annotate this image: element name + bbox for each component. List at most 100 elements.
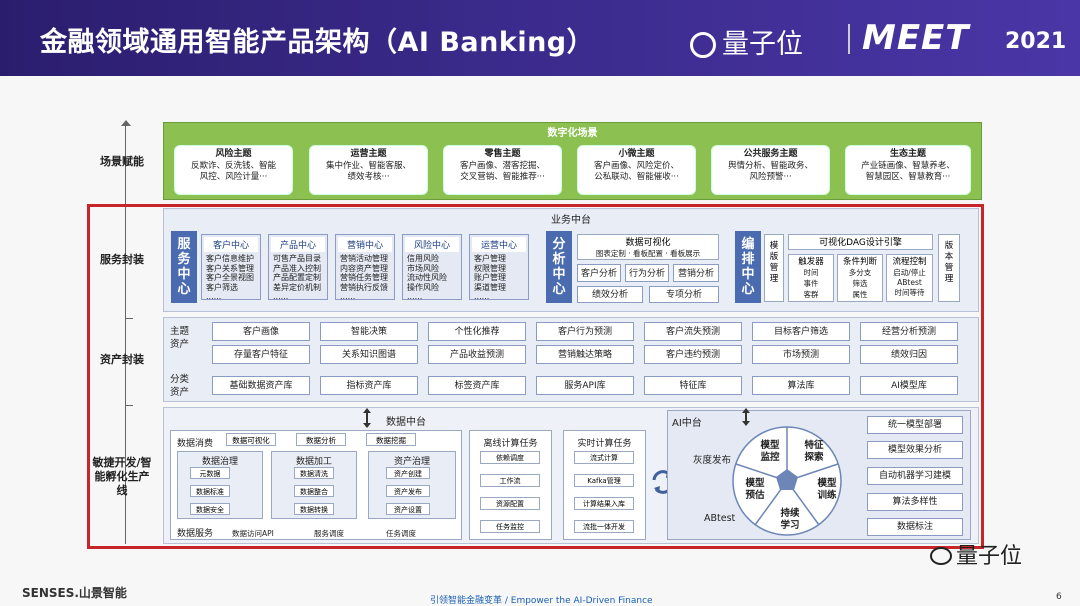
ai-item: 模型效果分析 [867, 441, 963, 459]
consume-item: 数据分析 [296, 433, 346, 446]
slide-title: 金融领域通用智能产品架构（AI Banking） [40, 27, 595, 58]
center-item: 操作风险 [407, 282, 439, 292]
analysis-item: 营销分析 [673, 264, 719, 282]
service-label: 数据服务 [177, 529, 214, 539]
asset-pill: AI模型库 [860, 376, 958, 395]
center-title: 营销中心 [338, 237, 392, 252]
asset-pill: 智能决策 [320, 322, 418, 341]
orch-center-label: 编排中心 [735, 231, 761, 303]
asset-pill: 存量客户特征 [212, 345, 310, 364]
wheel-label: 特征探索 [804, 440, 824, 463]
center-item: 产品准入控制 [273, 263, 321, 273]
asset-pill: 产品收益预测 [428, 345, 526, 364]
ml-cycle-wheel [732, 426, 842, 536]
center-item: 市场风险 [407, 263, 439, 273]
offline-item: 工作流 [480, 474, 540, 487]
asset-pill: 基础数据资产库 [212, 376, 310, 395]
asset-pill: 客户画像 [212, 322, 310, 341]
scene-box: 零售主题客户画像、潜客挖掘、交叉营销、智能推荐··· [443, 145, 562, 195]
center-box: 客户中心 客户信息维护 客户关系管理 客户全景视图 客户筛选 ...... [201, 234, 261, 301]
center-box: 产品中心 可售产品目录 产品准入控制 产品配置定制 差异定价机制 ...... [268, 234, 328, 301]
scene-box: 小微主题客户画像、风险定价、公私联动、智能催收··· [577, 145, 696, 195]
asset-pill: 经营分析预测 [860, 322, 958, 341]
consume-item: 数据可视化 [226, 433, 276, 446]
asset-pill: 特征库 [644, 376, 742, 395]
watermark-text: 量子位 [956, 544, 1023, 569]
scene-box: 公共服务主题舆情分析、智能政务、风险预警··· [711, 145, 830, 195]
footer-slogan: 引领智能金融变革 / Empower the AI-Driven Finance [430, 596, 653, 606]
version-mgmt-text: 版本管理 [944, 241, 954, 284]
analysis-center-label: 分析中心 [546, 231, 572, 303]
dag-col: 条件判断 多分支 筛选 属性 [837, 254, 883, 302]
arrow-shaft [745, 412, 747, 422]
ai-item: 算法多样性 [867, 493, 963, 511]
center-box: 风险中心 信用风险 市场风险 流动性风险 操作风险 ...... [402, 234, 462, 301]
page-number: 6 [1056, 592, 1062, 602]
digital-scene-title: 数字化场景 [547, 128, 598, 139]
service-item: 任务调度 [386, 529, 416, 538]
watermark: 量子位 [930, 538, 1022, 570]
govern-item: 数据安全 [190, 503, 230, 515]
analysis-center-text: 分析中心 [552, 237, 566, 297]
qbit-q-icon [690, 32, 716, 58]
analysis-item: 行为分析 [625, 264, 669, 282]
center-item: ...... [273, 292, 289, 301]
viz-box: 数据可视化 图表定制 · 看板配置 · 看板展示 [577, 234, 719, 260]
asset-pill: 指标资产库 [320, 376, 418, 395]
center-box: 营销中心 营销活动管理 内容资产管理 营销任务管理 营销执行反馈 ...... [335, 234, 395, 301]
service-item: 服务调度 [314, 529, 344, 538]
axis-tick [125, 318, 133, 319]
realtime-title: 实时计算任务 [577, 439, 632, 449]
dag-col-item: 时间等待 [894, 288, 925, 297]
dag-col-item: 事件 [803, 279, 819, 288]
qbit-logo: 量子位 [690, 22, 803, 61]
header-divider [848, 24, 850, 54]
govern-item: 数据标准 [190, 485, 230, 497]
center-title: 运营中心 [472, 237, 526, 252]
ai-item: 统一模型部署 [867, 416, 963, 434]
arrow-shaft [366, 412, 368, 424]
scene-box: 运营主题集中作业、智能客服、绩效考核··· [309, 145, 428, 195]
class-asset-label: 分类资产 [170, 374, 190, 398]
center-box: 运营中心 客户管理 权限管理 账户管理 渠道管理 ...... [469, 234, 529, 301]
topic-asset-label: 主题资产 [170, 326, 190, 350]
asset-pill: 个性化推荐 [428, 322, 526, 341]
process-title: 数据加工 [295, 457, 332, 467]
version-mgmt: 版本管理 [938, 234, 960, 302]
viz-title: 数据可视化 [625, 238, 671, 248]
offline-title: 离线计算任务 [483, 439, 538, 449]
left-axis-line [125, 124, 126, 544]
wechat-icon [930, 547, 952, 565]
center-item: 客户管理 [474, 254, 506, 263]
biz-platform-title: 业务中台 [551, 215, 591, 226]
scene-box: 生态主题产业链画像、智慧养老、智慧园区、智慧教育··· [845, 145, 971, 195]
center-item: ...... [340, 292, 356, 301]
label-scene: 场景赋能 [100, 155, 144, 168]
asset-pill: 服务API库 [536, 376, 634, 395]
center-item: 渠道管理 [474, 282, 506, 292]
dag-col-item: 多分支 [848, 268, 872, 277]
dag-col: 触发器 时间 事件 客群 [788, 254, 834, 302]
consume-item: 数据挖掘 [366, 433, 416, 446]
template-mgmt-text: 模版管理 [769, 241, 779, 284]
gray-release: 灰度发布 [693, 455, 732, 466]
analysis-item: 专项分析 [649, 286, 719, 303]
wheel-label: 模型预估 [745, 478, 765, 501]
qbit-logo-text: 量子位 [722, 29, 803, 60]
dag-col-item: 客群 [803, 290, 819, 299]
center-item: 营销任务管理 [340, 273, 388, 282]
wheel-label: 模型训练 [817, 478, 837, 501]
asset-gov-title: 资产治理 [393, 457, 430, 467]
offline-item: 任务监控 [480, 520, 540, 533]
center-item: 客户信息维护 [206, 254, 254, 263]
dag-col-title: 触发器 [798, 257, 824, 267]
center-item: 客户关系管理 [206, 263, 254, 273]
govern-title: 数据治理 [201, 457, 238, 467]
dag-col-title: 流程控制 [892, 257, 927, 267]
abtest-label: ABtest [704, 513, 736, 524]
center-item: 可售产品目录 [273, 254, 321, 263]
asset-pill: 算法库 [752, 376, 850, 395]
govern-item: 元数据 [190, 467, 230, 479]
center-item: 账户管理 [474, 273, 506, 282]
dag-col-item: ABtest [897, 278, 922, 287]
